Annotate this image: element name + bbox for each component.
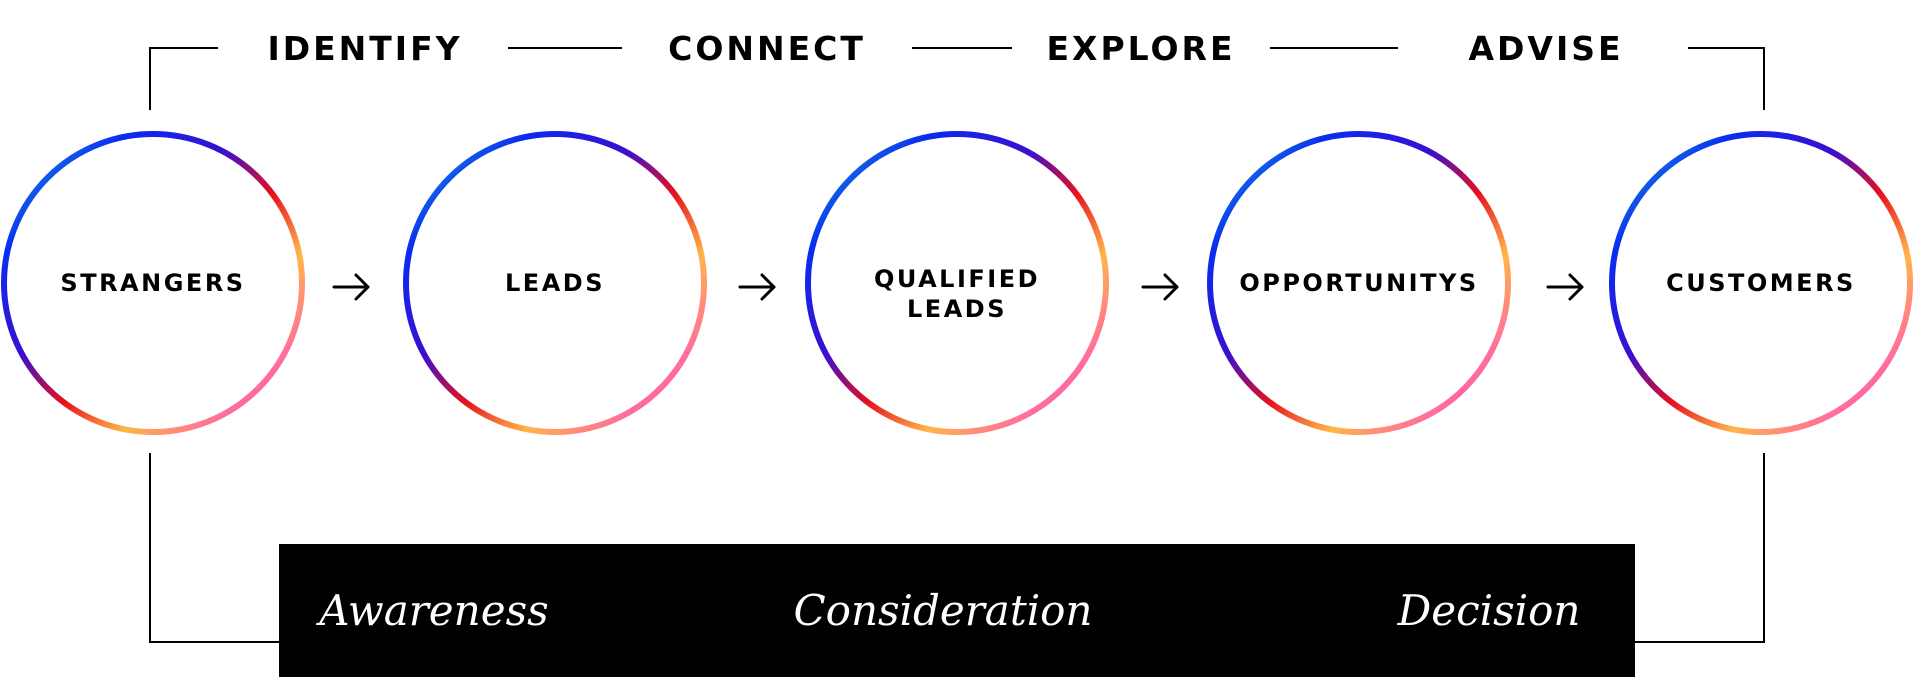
arrow-right-icon (332, 273, 370, 301)
node-label: CUSTOMERS (1666, 269, 1856, 297)
node-opportunitys: OPPORTUNITYS (1207, 131, 1511, 435)
arrow-right-icon (738, 273, 776, 301)
phase-label-decision: Decision (1397, 586, 1581, 635)
phase-bar: Awareness Consideration Decision (279, 544, 1635, 677)
funnel-nodes: STRANGERS LEADS QUALIFIED LEADS OPPORTUN… (1, 131, 1913, 435)
node-ring (1, 131, 305, 435)
node-label-line-2: LEADS (907, 295, 1007, 323)
node-strangers: STRANGERS (1, 131, 305, 435)
node-ring (805, 131, 1109, 435)
node-ring (1207, 131, 1511, 435)
phase-label-consideration: Consideration (794, 586, 1093, 635)
stage-label-identify: IDENTIFY (267, 29, 462, 68)
node-label: LEADS (505, 269, 605, 297)
phase-bar-background (279, 544, 1635, 677)
stage-labels: IDENTIFY CONNECT EXPLORE ADVISE (267, 29, 1623, 68)
node-label-line-1: QUALIFIED (874, 265, 1040, 293)
node-label: OPPORTUNITYS (1239, 269, 1478, 297)
stage-label-explore: EXPLORE (1046, 29, 1235, 68)
arrow-right-icon (1141, 273, 1179, 301)
top-connector-lines (149, 47, 1765, 110)
node-customers: CUSTOMERS (1609, 131, 1913, 435)
flow-arrows (332, 273, 1584, 301)
node-qualified-leads: QUALIFIED LEADS (805, 131, 1109, 435)
node-ring (1609, 131, 1913, 435)
arrow-right-icon (1546, 273, 1584, 301)
node-ring (403, 131, 707, 435)
phase-label-awareness: Awareness (315, 586, 548, 635)
stage-label-connect: CONNECT (668, 29, 866, 68)
node-leads: LEADS (403, 131, 707, 435)
bottom-connector-lines (149, 453, 1765, 643)
node-label: STRANGERS (60, 269, 245, 297)
stage-label-advise: ADVISE (1468, 29, 1623, 68)
